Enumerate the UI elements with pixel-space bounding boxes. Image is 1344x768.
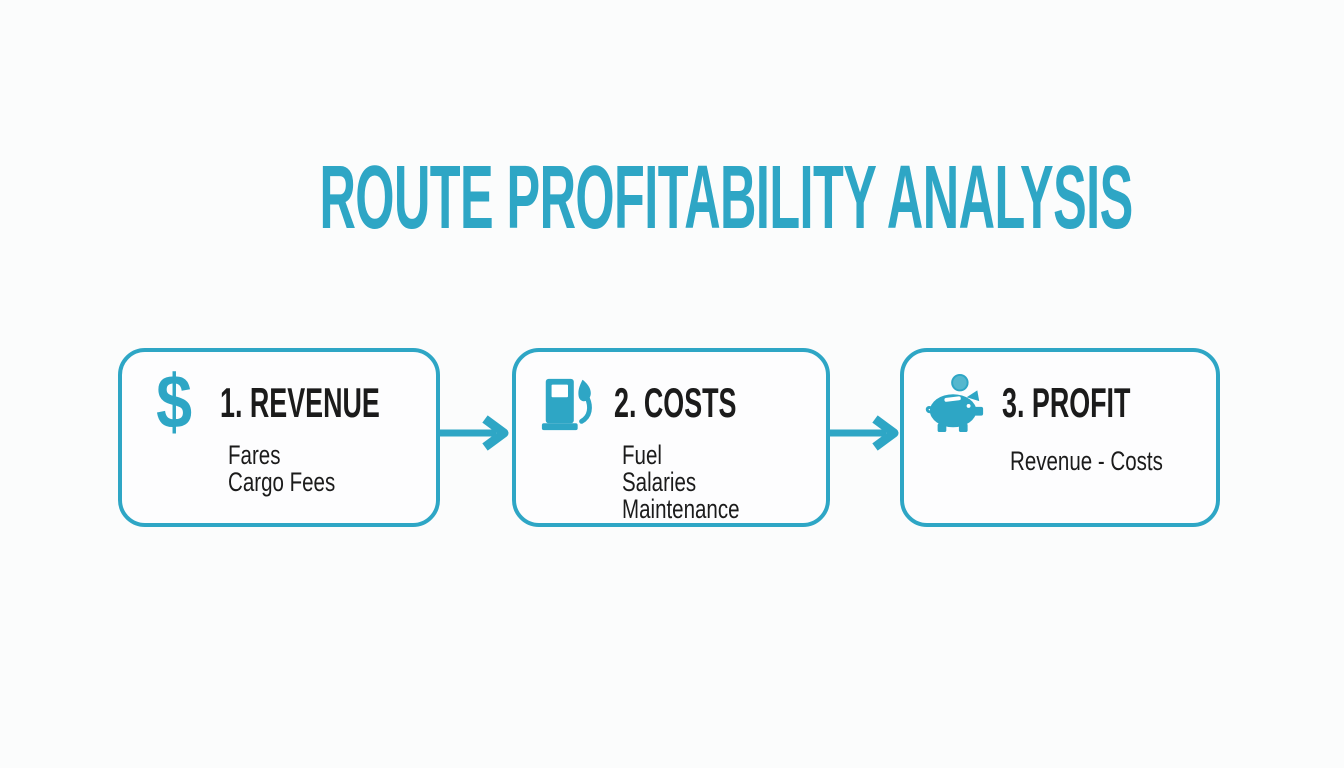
list-item: Fuel bbox=[622, 440, 662, 470]
step-card-revenue: $ 1. REVENUE Fares Cargo Fees bbox=[118, 348, 440, 527]
arrow-right-icon bbox=[828, 414, 900, 452]
arrow-right-icon bbox=[438, 414, 510, 452]
list-item: Maintenance bbox=[622, 494, 740, 524]
step-card-costs-content: 2. COSTS Fuel Salaries Maintenance bbox=[516, 352, 826, 537]
step-card-profit-header: 3. PROFIT bbox=[924, 372, 1202, 434]
step-title-revenue: 1. REVENUE bbox=[220, 379, 380, 426]
step-card-costs: 2. COSTS Fuel Salaries Maintenance bbox=[512, 348, 830, 527]
step-card-costs-header: 2. COSTS bbox=[536, 372, 812, 434]
step-items-costs: Fuel Salaries Maintenance bbox=[622, 442, 812, 523]
list-item: Revenue - Costs bbox=[1010, 446, 1163, 476]
page-title-text: ROUTE PROFITABILITY ANALYSIS bbox=[319, 148, 1133, 248]
step-card-profit-content: 3. PROFIT Revenue - Costs bbox=[904, 352, 1216, 489]
step-card-revenue-header: $ 1. REVENUE bbox=[142, 360, 422, 445]
step-title-costs: 2. COSTS bbox=[614, 379, 737, 426]
step-items-revenue: Fares Cargo Fees bbox=[228, 442, 422, 496]
piggy-bank-icon bbox=[924, 372, 988, 434]
step-card-profit: 3. PROFIT Revenue - Costs bbox=[900, 348, 1220, 527]
step-card-revenue-content: $ 1. REVENUE Fares Cargo Fees bbox=[122, 352, 436, 510]
dollar-icon: $ bbox=[156, 360, 192, 445]
list-item: Cargo Fees bbox=[228, 467, 336, 497]
list-item: Fares bbox=[228, 440, 281, 470]
page-title: ROUTE PROFITABILITY ANALYSIS bbox=[0, 152, 1344, 244]
list-item: Salaries bbox=[622, 467, 697, 497]
step-items-profit: Revenue - Costs bbox=[1010, 448, 1202, 475]
step-title-profit: 3. PROFIT bbox=[1002, 379, 1131, 426]
fuel-pump-icon bbox=[536, 372, 600, 434]
